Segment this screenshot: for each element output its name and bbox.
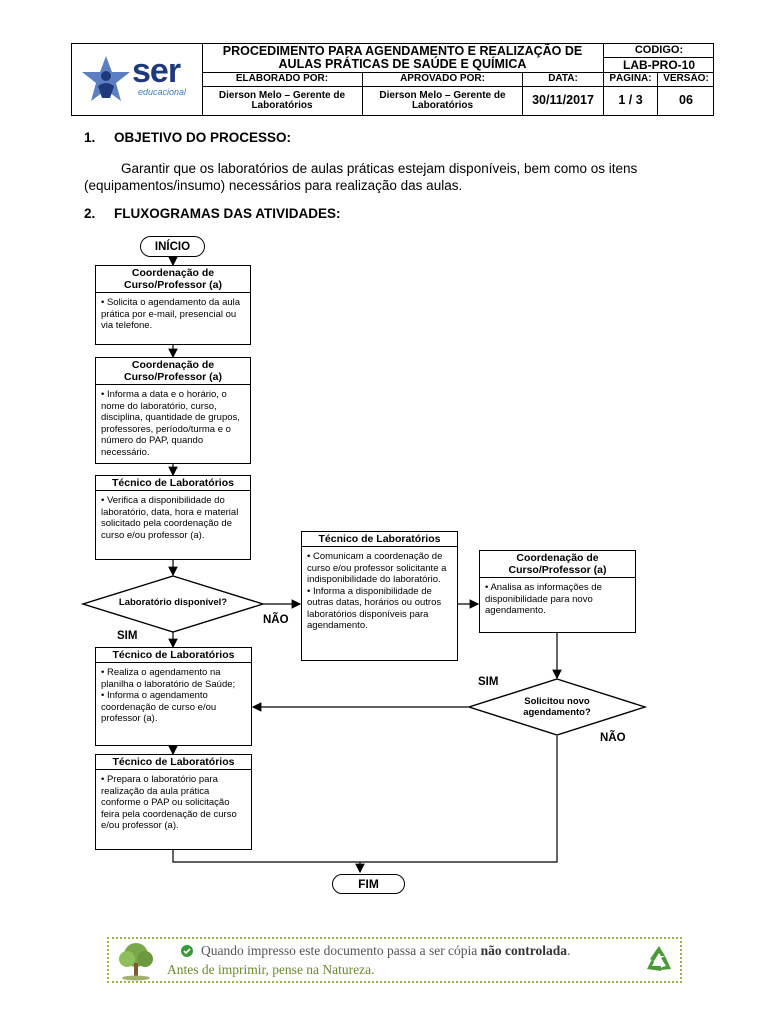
tree-icon	[119, 943, 153, 981]
flow-box-title: Técnico de Laboratórios	[302, 532, 457, 547]
decision1-text: Laboratório disponível?	[118, 597, 228, 608]
aprovado-label: APROVADO POR:	[363, 73, 523, 87]
versao-value: 06	[679, 93, 693, 108]
start-terminal: INÍCIO	[140, 236, 205, 257]
flow-box-title: Coordenação de Curso/Professor (a)	[96, 266, 250, 293]
document-title: PROCEDIMENTO PARA AGENDAMENTO E REALIZAÇ…	[202, 44, 604, 73]
flow-box-title: Coordenação de Curso/Professor (a)	[96, 358, 250, 385]
pagina-label: PÁGINA:	[604, 73, 658, 87]
flow-box-title: Técnico de Laboratórios	[96, 648, 251, 663]
document-header: ser educacional PROCEDIMENTO PARA AGENDA…	[71, 43, 714, 116]
decision1-no-label: NÃO	[263, 614, 289, 626]
flow-box-prepare: Técnico de Laboratórios • Prepara o labo…	[95, 754, 252, 850]
star-person-logo-icon	[82, 56, 130, 101]
decision2-yes-label: SIM	[478, 676, 499, 688]
check-icon	[181, 945, 193, 957]
section1-text-line1: Garantir que os laboratórios de aulas pr…	[121, 161, 638, 176]
logo-text: ser	[132, 52, 181, 90]
elaborado-label: ELABORADO POR:	[202, 73, 363, 87]
codigo-label: CODIGO:	[604, 44, 714, 58]
footer-line1-prefix: Quando impresso este documento passa a s…	[201, 943, 481, 958]
flow-box-schedule: Técnico de Laboratórios • Realiza o agen…	[95, 647, 252, 746]
flow-box-body: • Comunicam a coordenação de curso e/ou …	[307, 551, 447, 631]
decision-diamond-2	[466, 678, 648, 736]
decision-diamond-1	[80, 575, 266, 633]
flow-box-title: Coordenação de Curso/Professor (a)	[480, 551, 635, 578]
versao-label: VERSÃO:	[658, 73, 714, 87]
flow-box-title: Técnico de Laboratórios	[96, 476, 250, 491]
flow-box-unavailable: Técnico de Laboratórios • Comunicam a co…	[301, 531, 458, 661]
data-label: DATA:	[523, 73, 604, 87]
footer-line1-suffix: .	[567, 943, 571, 958]
codigo-value: LAB-PRO-10	[604, 58, 714, 73]
section1-heading: 1. OBJETIVO DO PROCESSO:	[84, 130, 292, 145]
decision2-no-label: NÃO	[600, 732, 626, 744]
flow-box-body: • Analisa as informações de disponibilid…	[485, 582, 602, 616]
flow-box-inform: Coordenação de Curso/Professor (a) • Inf…	[95, 357, 251, 464]
footer-line1-bold: não controlada	[480, 943, 568, 958]
logo-subtext: educacional	[138, 87, 187, 97]
elaborado-value: Dierson Melo – Gerente de Laboratórios	[202, 87, 363, 115]
flow-box-body: • Solicita o agendamento da aula prática…	[101, 297, 241, 331]
logo: ser educacional	[72, 44, 203, 115]
flow-box-request: Coordenação de Curso/Professor (a) • Sol…	[95, 265, 251, 345]
flow-box-analyze: Coordenação de Curso/Professor (a) • Ana…	[479, 550, 636, 633]
flow-box-body: • Verifica a disponibilidade do laborató…	[101, 495, 239, 541]
end-terminal: FIM	[332, 874, 405, 894]
flow-box-body: • Prepara o laboratório para realização …	[101, 774, 237, 831]
flow-box-body: • Informa a data e o horário, o nome do …	[101, 389, 240, 458]
section2-heading: 2. FLUXOGRAMAS DAS ATIVIDADES:	[84, 206, 341, 221]
flow-box-verify: Técnico de Laboratórios • Verifica a dis…	[95, 475, 251, 560]
decision2-text: Solicitou novo agendamento?	[523, 696, 591, 718]
flow-box-body: • Realiza o agendamento na planilha o la…	[101, 667, 236, 724]
section1-text-line2: (equipamentos/insumo) necessários para r…	[84, 178, 463, 193]
print-notice-footer: Quando impresso este documento passa a s…	[107, 937, 682, 983]
pagina-value: 1 / 3	[604, 87, 658, 115]
aprovado-value: Dierson Melo – Gerente de Laboratórios	[363, 87, 523, 115]
decision1-yes-label: SIM	[117, 630, 138, 642]
data-value: 30/11/2017	[523, 87, 604, 115]
footer-line2: Antes de imprimir, pense na Natureza.	[167, 962, 375, 977]
recycle-icon	[647, 946, 671, 971]
footer-line1: Quando impresso este documento passa a s…	[201, 943, 570, 959]
flow-box-title: Técnico de Laboratórios	[96, 755, 251, 770]
